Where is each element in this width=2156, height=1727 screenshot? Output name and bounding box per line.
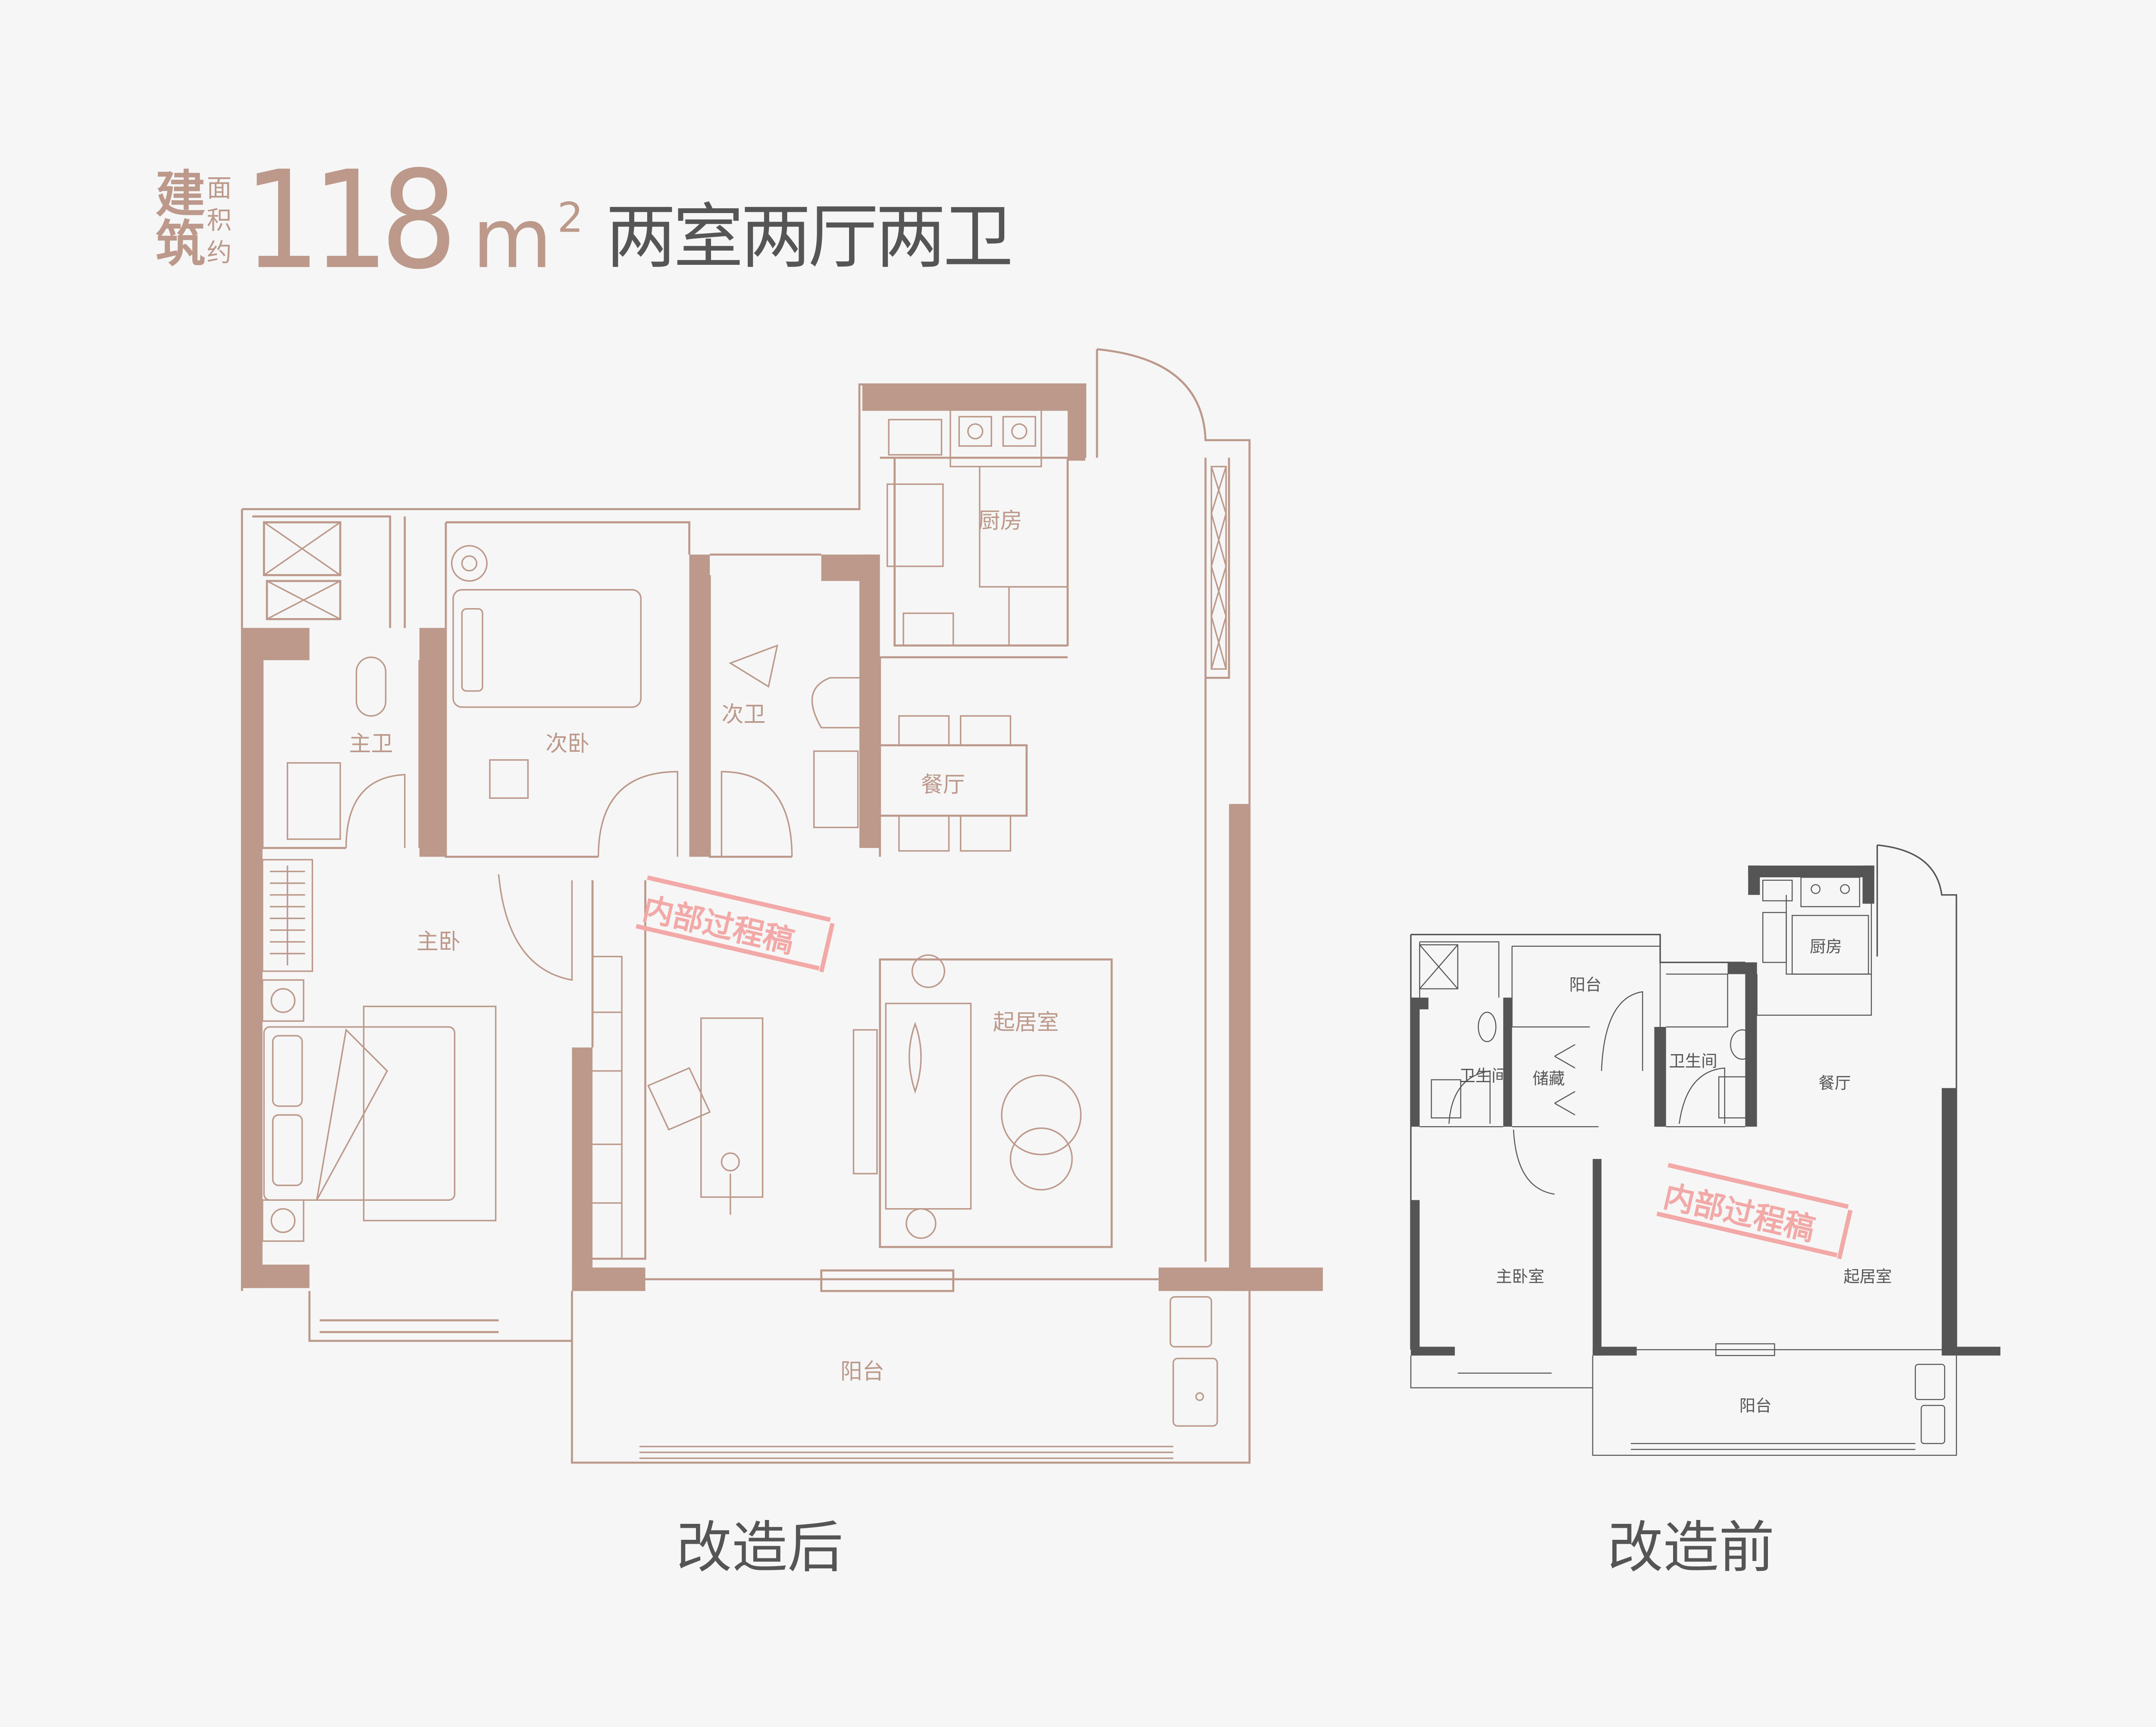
balcony-appliances-after: [1169, 1296, 1218, 1427]
header: 建 筑 面 积 约 118 m 2 两室两厅两卫: [156, 142, 1014, 299]
room-label-bath-left-before: 卫生间: [1459, 1066, 1507, 1085]
room-label-master-bedroom-before: 主卧室: [1496, 1267, 1544, 1286]
room-label-dining-before: 餐厅: [1818, 1074, 1851, 1093]
room-label-second-bath: 次卫: [721, 702, 765, 727]
room-label-kitchen-before: 厨房: [1810, 937, 1842, 956]
room-label-balcony-north-before: 阳台: [1569, 975, 1601, 994]
dining-table: [879, 715, 1028, 852]
room-label-bath-right-before: 卫生间: [1669, 1052, 1717, 1071]
draft-stamp-after: 内部过程稿: [636, 875, 835, 973]
area-unit: m: [472, 191, 552, 286]
area-value: 118: [244, 142, 450, 299]
room-label-living-room-before: 起居室: [1843, 1267, 1892, 1286]
room-label-dining: 餐厅: [921, 772, 965, 798]
area-label-small-2: 积: [207, 206, 232, 235]
draft-stamp-before: 内部过程稿: [1656, 1163, 1853, 1259]
plan-after: 主卫 次卧 次卫 厨房 餐厅 主卧 起居室 阳台 内部过程稿 改造后: [241, 348, 1323, 1580]
stamp-text: 内部过程稿: [1660, 1178, 1818, 1247]
area-label-big-1: 建: [156, 166, 206, 223]
area-label-small-3: 约: [207, 238, 232, 267]
room-label-second-bedroom: 次卧: [545, 732, 589, 757]
bath-fixtures-after: [286, 639, 860, 840]
area-label-big-2: 筑: [156, 216, 206, 273]
room-label-master-bath: 主卫: [349, 732, 393, 757]
layout-type: 两室两厅两卫: [606, 196, 1011, 278]
room-label-storage-before: 储藏: [1532, 1069, 1565, 1088]
walls-before: [1410, 865, 2001, 1356]
room-label-balcony: 阳台: [840, 1359, 884, 1385]
kitchen-fixtures-after: [886, 407, 1069, 647]
room-label-balcony-south-before: 阳台: [1739, 1396, 1772, 1415]
walls-after: [242, 384, 1323, 1291]
area-unit-superscript: 2: [557, 195, 583, 242]
second-bedroom-bed: [451, 545, 642, 799]
plan-before: 厨房 阳台 卫生间 储藏 卫生间 餐厅 主卧室 起居室 阳台 内部过程稿 改造前: [1410, 844, 2001, 1580]
living-furniture: [647, 954, 1113, 1248]
caption-after: 改造后: [676, 1516, 843, 1580]
area-label: 建 筑 面 积 约: [156, 166, 232, 273]
master-bed: [262, 859, 497, 1242]
stamp-text: 内部过程稿: [639, 891, 798, 960]
room-label-master-bedroom: 主卧: [417, 929, 461, 955]
room-label-living-room: 起居室: [993, 1010, 1059, 1036]
area-label-small-1: 面: [207, 173, 232, 203]
room-label-kitchen: 厨房: [978, 509, 1022, 534]
caption-before: 改造前: [1608, 1516, 1775, 1580]
